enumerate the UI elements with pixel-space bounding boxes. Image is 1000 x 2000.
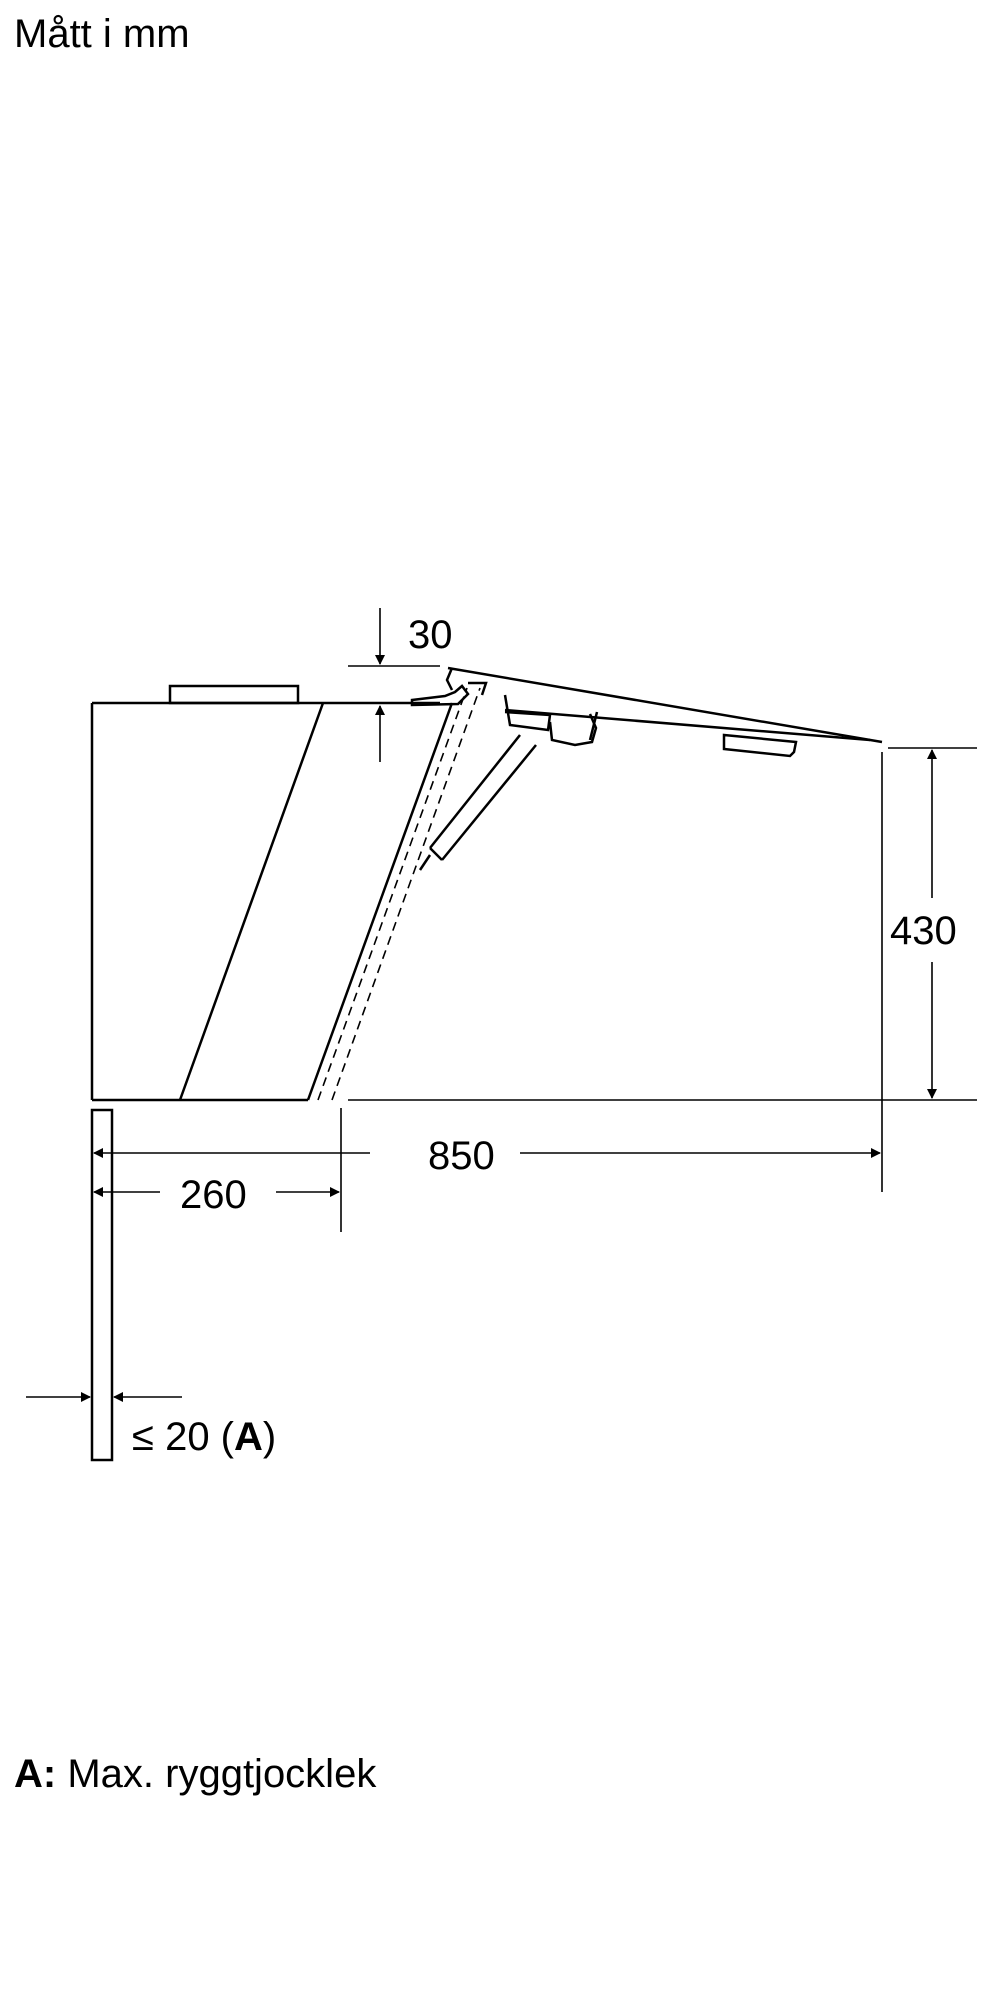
dimension-front-offset: 260 [180,1173,247,1217]
dimension-depth: 850 [428,1134,495,1178]
unit-title: Mått i mm [14,12,190,56]
top-handle [168,684,300,705]
legend-text: Max. ryggtjocklek [56,1752,377,1796]
dimension-height: 430 [890,909,957,953]
flap-lid [410,666,883,871]
dimension-lines [26,608,977,1402]
flap-open-ghost [317,687,481,1101]
dimension-gap-top: 30 [408,613,453,657]
legend: A: Max. ryggtjocklek [14,1748,376,1800]
legend-key: A: [14,1752,57,1796]
dimension-back-thickness: ≤ 20 (A) [132,1415,276,1459]
cabinet-body [90,684,454,1102]
back-wall [90,1108,114,1462]
